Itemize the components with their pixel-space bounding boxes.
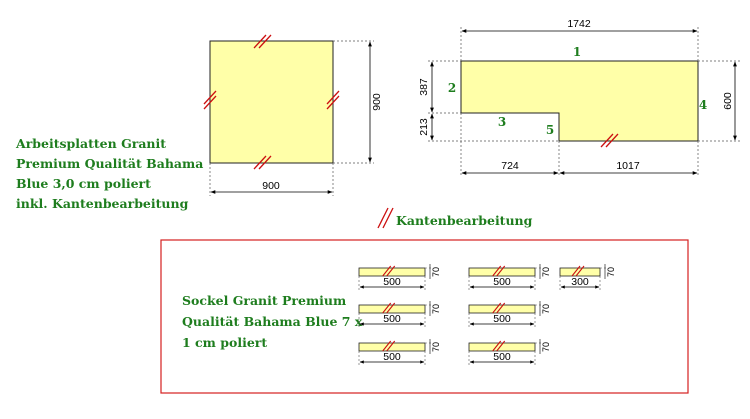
- sockel-piece-shape: [468, 304, 536, 314]
- sockel-width-label: 500: [383, 351, 401, 363]
- plate-2-shape: [460, 60, 699, 142]
- edge-mark-stroke: [386, 302, 396, 314]
- plate-1: 900 900: [203, 34, 383, 196]
- edge-mark-stroke: [386, 340, 396, 352]
- plate-1-height-label: 900: [371, 93, 383, 111]
- plate-2: 1742 387 213 600 724 1017 1 2 3 4 5: [418, 18, 740, 176]
- sockel-width-label: 300: [571, 276, 589, 288]
- sockel-height-label: 70: [431, 304, 441, 314]
- plate-2-lower-height-label: 213: [418, 118, 430, 136]
- plate-2-upper-height-label: 387: [418, 78, 430, 96]
- sockel-piece: 500 70: [468, 301, 551, 327]
- sockel-height-label: 70: [541, 342, 551, 352]
- edge-mark-icon: [600, 133, 619, 148]
- edge-number-4: 4: [699, 98, 707, 112]
- edge-number-2: 2: [448, 81, 456, 95]
- edge-mark-icon: [571, 265, 585, 277]
- edge-mark-stroke: [496, 265, 506, 277]
- legend-edge-mark-icon: [377, 207, 394, 229]
- sockel-height-label: 70: [431, 342, 441, 352]
- sockel-height-label: 70: [606, 267, 616, 277]
- edge-number-3: 3: [498, 115, 506, 129]
- sockel-width-label: 500: [493, 313, 511, 325]
- edge-mark-stroke: [382, 302, 392, 314]
- description-line: inkl. Kantenbearbeitung: [16, 196, 189, 211]
- sockel-piece: 500 70: [358, 301, 441, 327]
- description-text: Arbeitsplatten Granit Premium Qualität B…: [16, 134, 203, 214]
- edge-mark-stroke: [386, 265, 396, 277]
- edge-mark-stroke: [492, 340, 502, 352]
- edge-mark-icon: [203, 90, 217, 110]
- plate-2-left-width-label: 724: [501, 160, 519, 172]
- edge-mark-icon: [492, 340, 506, 352]
- edge-mark-stroke: [382, 340, 392, 352]
- edge-mark-icon: [253, 34, 272, 49]
- edge-mark-stroke: [571, 265, 581, 277]
- plate-2-right-width-label: 1017: [616, 160, 640, 172]
- edge-mark-icon: [492, 302, 506, 314]
- sockel-piece: 300 70: [559, 264, 616, 290]
- sockel-text: Sockel Granit Premium Qualität Bahama Bl…: [182, 290, 362, 353]
- sockel-width-label: 500: [493, 351, 511, 363]
- sockel-width-label: 500: [383, 276, 401, 288]
- edge-mark-stroke: [496, 340, 506, 352]
- plate-2-total-width-label: 1742: [567, 18, 591, 30]
- sockel-piece-shape: [358, 342, 426, 352]
- sockel-height-label: 70: [541, 267, 551, 277]
- edge-mark-stroke: [492, 302, 502, 314]
- sockel-line: Sockel Granit Premium: [182, 293, 347, 308]
- edge-mark-icon: [326, 90, 340, 110]
- sockel-piece-shape: [468, 342, 536, 352]
- sockel-line: 1 cm poliert: [182, 335, 268, 350]
- sockel-piece: 500 70: [468, 339, 551, 365]
- sockel-piece: 500 70: [358, 339, 441, 365]
- sockel-piece-shape: [358, 304, 426, 314]
- legend-label: Kantenbearbeitung: [396, 213, 533, 228]
- edge-mark-icon: [382, 302, 396, 314]
- edge-mark-icon: [253, 155, 272, 170]
- sockel-width-label: 500: [493, 276, 511, 288]
- description-line: Blue 3,0 cm poliert: [16, 176, 151, 191]
- edge-mark-icon: [492, 265, 506, 277]
- edge-mark-stroke: [492, 265, 502, 277]
- sockel-piece: 500 70: [358, 264, 441, 290]
- edge-mark-stroke: [575, 265, 585, 277]
- sockel-piece-shape: [358, 267, 426, 277]
- sockel-height-label: 70: [431, 267, 441, 277]
- edge-number-1: 1: [573, 45, 581, 59]
- edge-mark-icon: [382, 340, 396, 352]
- edge-mark-stroke: [382, 265, 392, 277]
- sockel-pieces: 500 70 500 70 500 70 500 70 500 70 500 70 300 70: [358, 264, 616, 365]
- edge-mark-stroke: [496, 302, 506, 314]
- sockel-piece: 500 70: [468, 264, 551, 290]
- sockel-width-label: 500: [383, 313, 401, 325]
- sockel-line: Qualität Bahama Blue 7 x: [182, 314, 363, 329]
- description-line: Arbeitsplatten Granit: [16, 136, 167, 151]
- sockel-piece-shape: [559, 267, 601, 277]
- plate-2-total-height-label: 600: [722, 92, 734, 110]
- plate-1-width-label: 900: [262, 180, 280, 192]
- edge-mark-icon: [382, 265, 396, 277]
- description-line: Premium Qualität Bahama: [16, 156, 204, 171]
- sockel-height-label: 70: [541, 304, 551, 314]
- sockel-piece-shape: [468, 267, 536, 277]
- plate-1-shape: [209, 40, 334, 164]
- edge-number-5: 5: [546, 123, 554, 137]
- sockel-frame: [160, 239, 689, 394]
